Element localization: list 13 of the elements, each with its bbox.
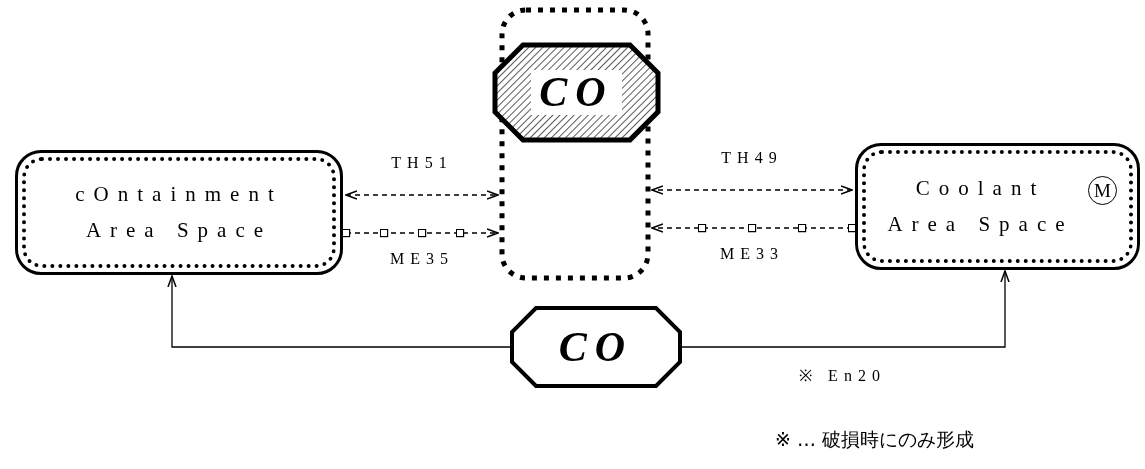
- dashed-arrow: [651, 185, 853, 195]
- octagon: [512, 308, 680, 386]
- octagon-label: CO: [531, 70, 622, 115]
- area-box: [855, 143, 1140, 270]
- dashed-arrow: [343, 228, 499, 238]
- area-label: Coolant Area Space: [886, 174, 1075, 238]
- dashed-arrow: [345, 190, 499, 200]
- area-label: cOntainment Area Space: [74, 180, 284, 244]
- footnote: ※ … 破損時にのみ形成: [775, 427, 974, 452]
- area-box: [15, 150, 343, 275]
- octagon-label: CO: [558, 323, 634, 371]
- dashed-arrow: [651, 223, 855, 233]
- hatched-octagon: [495, 45, 658, 140]
